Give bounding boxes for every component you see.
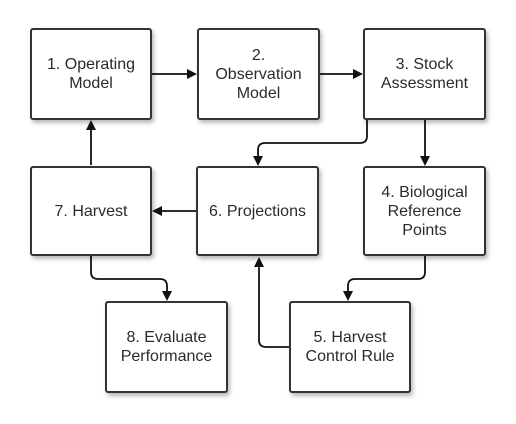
- node-label: 3. Stock Assessment: [380, 56, 469, 92]
- node-label: 1. Operating Model: [46, 56, 136, 92]
- arrowhead-projections-bottom: [254, 257, 264, 267]
- node-operating-model: 1. Operating Model: [30, 28, 152, 120]
- node-label: 2. Observation Model: [215, 46, 302, 102]
- connector-hcr-to-projections: [258, 267, 289, 348]
- arrowhead-operating-model: [86, 120, 96, 130]
- node-label: 4. Biological Reference Points: [381, 183, 468, 239]
- arrowhead-harvest-control-rule: [343, 291, 353, 301]
- node-label: 7. Harvest: [54, 202, 128, 220]
- arrowhead-stock-assessment: [353, 69, 363, 79]
- connector-harvest-to-evaluate: [90, 256, 168, 291]
- node-label: 5. Harvest Control Rule: [305, 329, 395, 365]
- arrowhead-projections-top: [253, 156, 263, 166]
- node-projections: 6. Projections: [196, 166, 319, 256]
- node-stock-assessment: 3. Stock Assessment: [363, 28, 486, 120]
- arrowhead-observation-model: [187, 69, 197, 79]
- arrowhead-evaluate-performance: [162, 291, 172, 301]
- node-biological-reference-points: 4. Biological Reference Points: [363, 166, 486, 256]
- node-label: 8. Evaluate Performance: [120, 329, 213, 365]
- connector-stock-to-projections: [257, 120, 368, 156]
- arrowhead-reference-points: [420, 156, 430, 166]
- node-label: 6. Projections: [209, 202, 306, 220]
- connector-reference-points-to-hcr: [347, 256, 426, 291]
- node-harvest: 7. Harvest: [30, 166, 152, 256]
- arrowhead-harvest: [152, 206, 162, 216]
- node-observation-model: 2. Observation Model: [197, 28, 320, 120]
- node-evaluate-performance: 8. Evaluate Performance: [105, 301, 228, 393]
- node-harvest-control-rule: 5. Harvest Control Rule: [289, 301, 411, 393]
